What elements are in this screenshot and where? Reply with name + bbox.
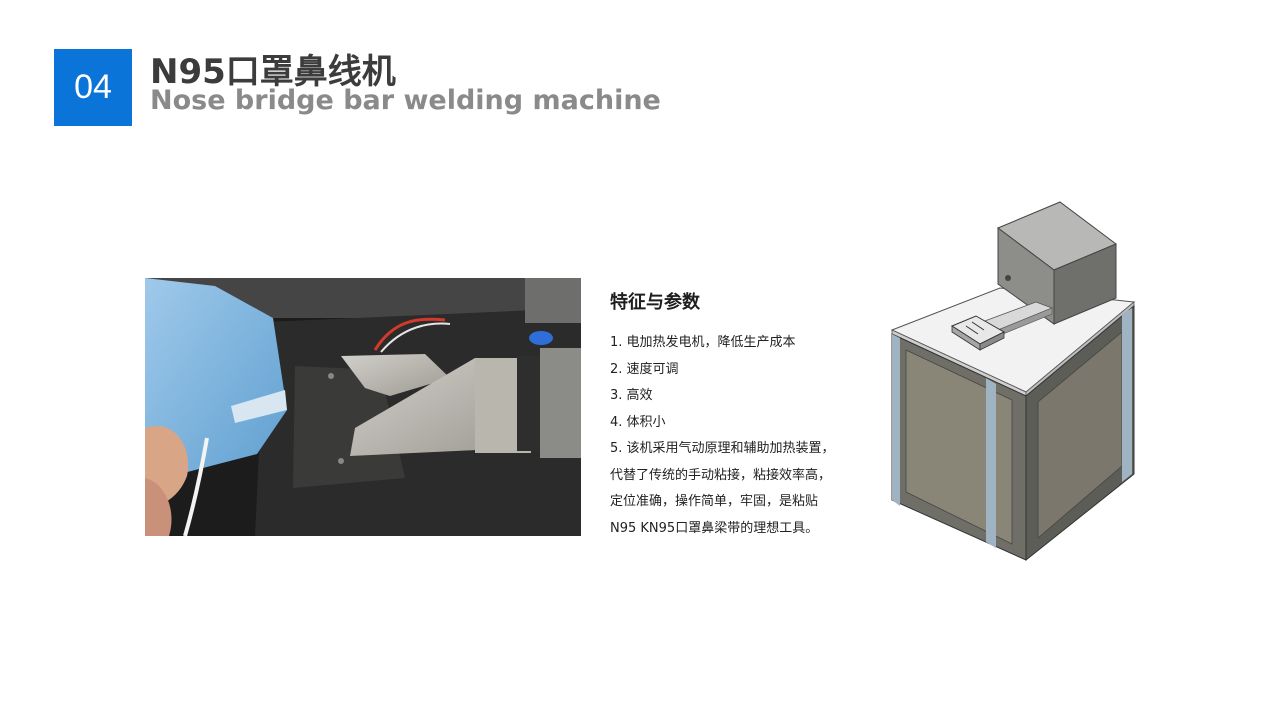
machine-photo	[145, 278, 581, 536]
feature-line: 代替了传统的手动粘接，粘接效率高，	[610, 467, 832, 483]
feature-line: 1. 电加热发电机，降低生产成本	[610, 335, 796, 350]
machine-3d-model	[886, 198, 1142, 566]
features-title: 特征与参数	[610, 292, 700, 313]
page-title: N95口罩鼻线机	[150, 52, 396, 92]
page-subtitle: Nose bridge bar welding machine	[150, 85, 661, 116]
feature-line: 定位准确，操作简单，牢固，是粘贴	[610, 494, 819, 509]
feature-line: 3. 高效	[610, 388, 653, 403]
feature-line: 5. 该机采用气动原理和辅助加热装置，	[610, 441, 835, 456]
feature-line: 2. 速度可调	[610, 361, 679, 377]
features-panel: 特征与参数 1. 电加热发电机，降低生产成本 2. 速度可调 3. 高效 4. …	[610, 288, 880, 542]
section-number-badge: 04	[54, 49, 132, 126]
features-list: 1. 电加热发电机，降低生产成本 2. 速度可调 3. 高效 4. 体积小 5.…	[610, 330, 880, 542]
feature-line: 4. 体积小	[610, 414, 666, 430]
feature-line: N95 KN95口罩鼻梁带的理想工具。	[610, 520, 819, 536]
